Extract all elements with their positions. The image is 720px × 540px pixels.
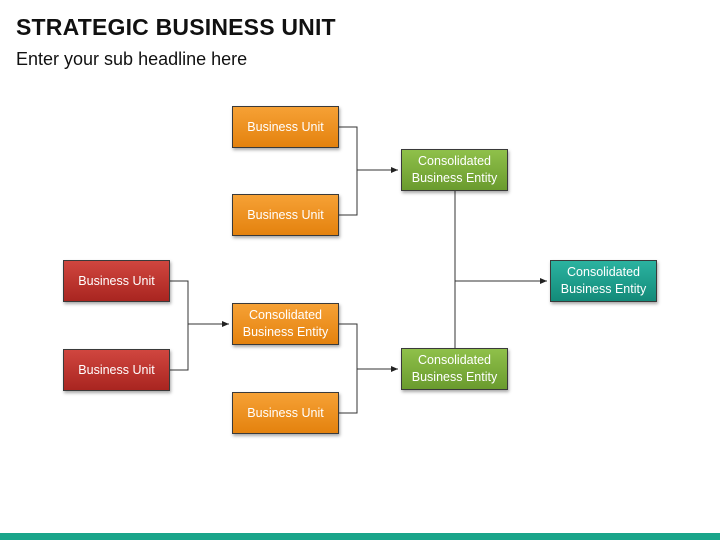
bottom-accent-bar <box>0 533 720 540</box>
connector-red-pair <box>170 280 229 371</box>
consolidated-entity-bottom: Consolidated Business Entity <box>401 348 508 390</box>
consolidated-entity-final: Consolidated Business Entity <box>550 260 657 302</box>
page-subtitle: Enter your sub headline here <box>16 49 248 69</box>
business-unit-red-2: Business Unit <box>63 349 170 391</box>
consolidated-entity-top: Consolidated Business Entity <box>401 149 508 191</box>
consolidated-entity-mid: Consolidated Business Entity <box>232 303 339 345</box>
business-unit-bottom: Business Unit <box>232 392 339 434</box>
connector-top-pair <box>339 126 398 216</box>
business-unit-top-1: Business Unit <box>232 106 339 148</box>
business-unit-top-2: Business Unit <box>232 194 339 236</box>
business-unit-red-1: Business Unit <box>63 260 170 302</box>
connector-mid-pair <box>339 323 398 414</box>
page-title: STRATEGIC BUSINESS UNIT <box>16 14 336 40</box>
